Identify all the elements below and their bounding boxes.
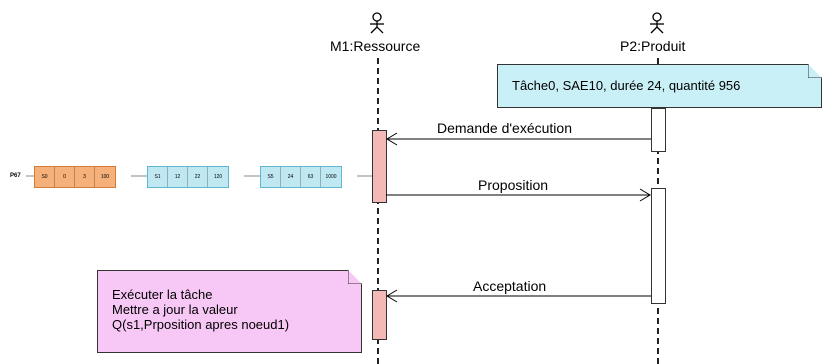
arrow-demande [386,132,651,146]
activation-produit-1 [651,108,666,152]
queue-cell: S0 [35,167,55,187]
message-label-demande: Demande d'exécution [437,120,572,136]
arrow-acceptation [386,289,651,303]
lifeline-ressource [377,58,379,364]
queue-cell: 24 [281,167,301,187]
queue-cell: 0 [55,167,75,187]
activation-produit-2 [651,188,666,304]
activation-ressource-2 [372,290,387,340]
queue-cell: S1 [148,167,168,187]
stick-figure-icon [650,12,664,34]
actor-label-produit: P2:Produit [620,38,686,54]
message-label-proposition: Proposition [478,177,549,193]
note-action-line-2: Mettre a jour la valeur [112,302,238,317]
queue-cell: 3 [75,167,95,187]
queue-group-1: S1 12 22 120 [147,166,229,188]
activation-ressource-1 [372,130,387,203]
queue-cell: 100 [100,174,110,180]
queue-connectors [26,175,372,177]
queue-group-0: S0 0 3 100 [34,166,116,188]
stick-figure-icon [370,12,384,34]
queue-cell: 63 [301,167,321,187]
note-task-text: Tâche0, SAE10, durée 24, quantité 956 [512,78,741,93]
queue-cell: 22 [188,167,208,187]
note-action-line-3: Q(s1,Prposition apres noeud1) [112,317,290,332]
queue-cell: 1000 [325,174,337,180]
note-fold-icon [808,64,822,78]
queue-group-2: S5 24 63 1000 [260,166,342,188]
queue-cell: 120 [213,174,223,180]
note-task-info: Tâche0, SAE10, durée 24, quantité 956 [497,64,822,108]
note-action-line-1: Exécuter la tâche [112,287,213,302]
queue-label: P67 [10,173,21,179]
note-action: Exécuter la tâche Mettre a jour la valeu… [97,270,362,353]
queue-cell: S5 [261,167,281,187]
note-fold-icon [348,270,362,284]
message-label-acceptation: Acceptation [473,278,547,294]
actor-label-ressource: M1:Ressource [330,38,421,54]
queue-cell: 12 [168,167,188,187]
arrow-proposition [386,188,651,202]
